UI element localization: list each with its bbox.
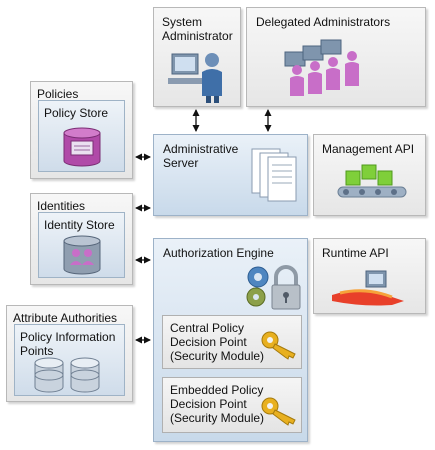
embedded-pdp-box: Embedded Policy Decision Point (Security… [162,377,302,433]
embedded-pdp-label-2: Decision Point [170,397,247,411]
attribute-authorities-box: Attribute Authorities Policy Information… [6,305,133,402]
database-cylinders-icon [34,357,100,393]
administrative-server-label-1: Administrative [163,142,239,156]
management-api-label: Management API [322,142,415,156]
policy-store-box: Policy Store [38,100,125,172]
fast-delivery-icon [332,270,404,306]
management-api-box: Management API [313,134,426,216]
delegated-administrators-group-icon [284,39,359,96]
policies-title: Policies [37,87,79,101]
key-icon [261,331,296,360]
administrative-server-label-2: Server [163,156,199,170]
system-administrator-box: System Administrator [153,7,241,107]
policies-box: Policies Policy Store [30,81,133,179]
policy-information-points-box: Policy Information Points [14,324,125,396]
central-pdp-label-3: (Security Module) [170,349,265,363]
runtime-api-label: Runtime API [322,246,389,260]
identity-store-label: Identity Store [44,218,115,232]
delegated-administrators-box: Delegated Administrators [246,7,426,107]
system-administrator-label-1: System [162,15,203,29]
identity-store-box: Identity Store [38,212,125,278]
administrator-at-computer-icon [168,53,222,103]
central-pdp-label-1: Central Policy [170,321,245,335]
conveyor-boxes-icon [337,164,407,198]
key-icon [261,397,296,426]
policy-store-label: Policy Store [44,106,109,120]
attribute-authorities-title: Attribute Authorities [13,311,118,325]
administrative-server-box: Administrative Server [153,134,308,216]
runtime-api-box: Runtime API [313,238,426,314]
server-pages-icon [251,148,297,202]
authorization-engine-box: Authorization Engine Central Policy Deci… [153,238,308,442]
policy-information-points-label-2: Points [20,344,54,358]
embedded-pdp-label-1: Embedded Policy [170,383,264,397]
system-administrator-label-2: Administrator [162,29,233,43]
identity-store-database-icon [63,235,101,275]
embedded-pdp-label-3: (Security Module) [170,411,265,425]
authorization-engine-label: Authorization Engine [163,246,274,260]
identities-box: Identities Identity Store [30,193,133,285]
delegated-administrators-label: Delegated Administrators [256,15,391,29]
policy-information-points-label-1: Policy Information [20,330,116,344]
policy-store-database-icon [63,127,101,167]
identities-title: Identities [37,199,86,213]
central-pdp-label-2: Decision Point [170,335,247,349]
gears-and-lock-icon [246,265,301,310]
central-pdp-box: Central Policy Decision Point (Security … [162,315,302,369]
